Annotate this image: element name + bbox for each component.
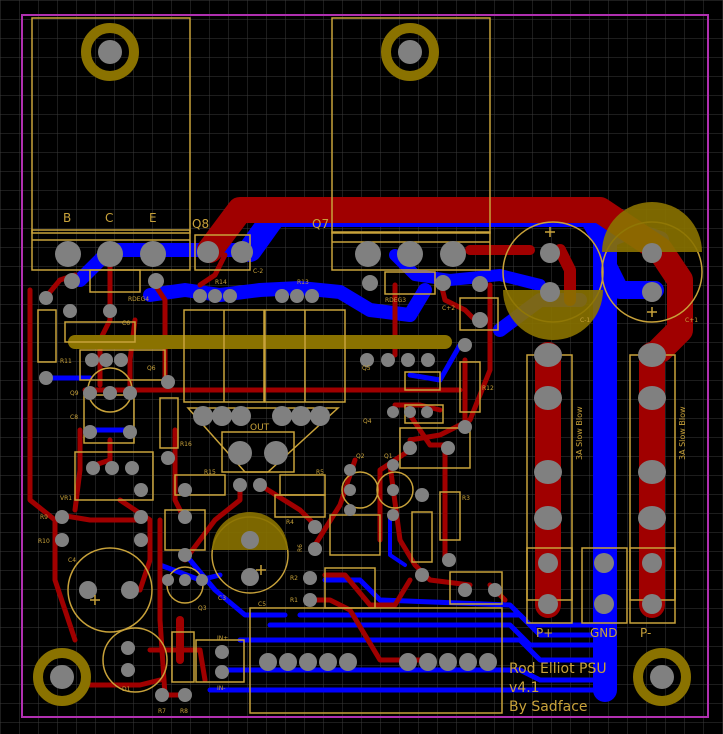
ref-r7: R7: [158, 708, 166, 715]
ref-vr1: VR1: [60, 495, 72, 502]
fuse-label-right: 3A Slow Blow: [678, 406, 687, 460]
ref-c3: C3: [218, 595, 226, 602]
ref-q9: Q9: [70, 390, 79, 397]
silkscreen-text: B C E Q8 Q7 C-2 C+2 RDEG4 RDEG3 R14 R13 …: [38, 211, 698, 715]
ref-q3: Q3: [198, 605, 207, 612]
ref-c8: C8: [70, 414, 78, 421]
ref-q7: Q7: [312, 217, 329, 231]
fuse-label-left: 3A Slow Blow: [575, 406, 584, 460]
ref-rdeg3: RDEG3: [385, 297, 406, 304]
ref-c4: C4: [68, 557, 76, 564]
ref-c5: C5: [258, 601, 266, 608]
ref-in-minus: IN-: [217, 685, 225, 692]
ref-r12: R12: [482, 385, 494, 392]
ref-r11: R11: [60, 358, 72, 365]
ref-q6: Q6: [147, 365, 156, 372]
pin-label-b: B: [63, 211, 71, 225]
title-line-3: By Sadface: [509, 699, 588, 715]
ref-rdeg4: RDEG4: [128, 296, 149, 303]
ref-r5: R5: [316, 469, 324, 476]
power-label-p-plus: P+: [536, 626, 553, 640]
cap-c1b-fill: [602, 202, 702, 252]
ref-c2a: C-2: [253, 268, 263, 275]
ref-q2: Q2: [356, 453, 365, 460]
ref-c1b: C+1: [685, 317, 698, 324]
ref-q1: Q1: [384, 453, 393, 460]
power-label-gnd: GND: [590, 626, 618, 640]
ref-c1a: C-1: [580, 317, 590, 324]
ref-c2b: C+2: [442, 305, 455, 312]
ref-r14: R14: [215, 279, 227, 286]
ref-r13: R13: [297, 279, 309, 286]
ref-in-plus: IN+: [217, 635, 228, 642]
ref-q8: Q8: [192, 217, 209, 231]
ref-r10: R10: [38, 538, 50, 545]
ref-r16: R16: [180, 441, 192, 448]
ref-q5: Q5: [362, 365, 371, 372]
title-line-1: Rod Elliot PSU: [509, 661, 607, 677]
ref-r15: R15: [204, 469, 216, 476]
ref-out: OUT: [250, 423, 270, 433]
ref-r6: R6: [297, 544, 304, 552]
pin-label-e: E: [149, 211, 157, 225]
ref-q4: Q4: [363, 418, 372, 425]
title-line-2: v4.1: [509, 680, 540, 696]
ref-r9: R9: [40, 514, 48, 521]
pads: [39, 241, 666, 702]
mounting-holes: [33, 23, 691, 706]
ref-r3: R3: [462, 495, 470, 502]
polarity-marks: [90, 227, 657, 605]
ref-r1: R1: [290, 597, 298, 604]
ref-r4: R4: [286, 519, 294, 526]
pin-label-c: C: [105, 211, 113, 225]
board-outline: [21, 14, 709, 718]
power-label-p-minus: P-: [640, 626, 651, 640]
ref-d1: D1: [122, 686, 131, 693]
ref-r8: R8: [180, 708, 188, 715]
ref-c6: C6: [122, 320, 130, 327]
ref-r2: R2: [290, 575, 298, 582]
cap-c1a-fill: [503, 290, 603, 340]
